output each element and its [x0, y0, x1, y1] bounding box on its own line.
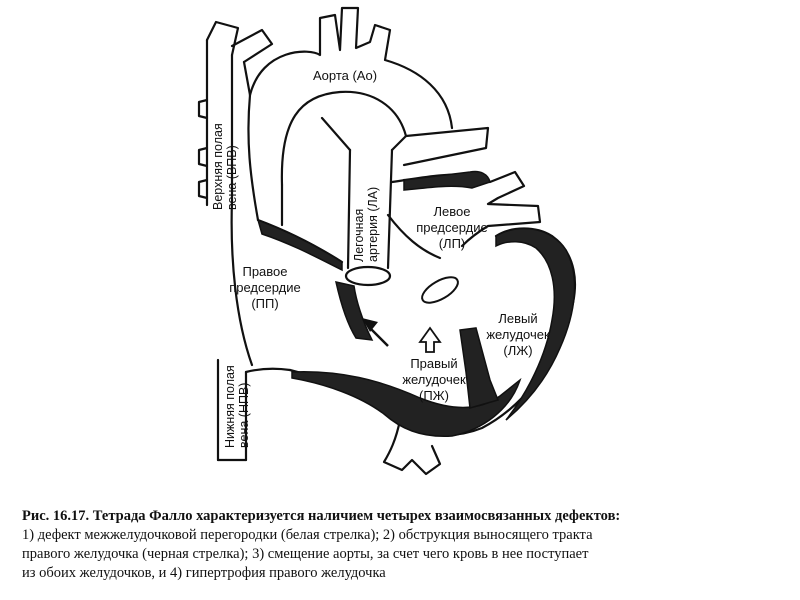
label-rv-line3: (ПЖ): [419, 388, 449, 403]
label-svc-line1: Верхняя полая: [211, 123, 225, 210]
label-ra-line1: Правое: [242, 264, 287, 279]
label-lv-line3: (ЛЖ): [503, 343, 532, 358]
caption-line-3: из обоих желудочков, и 4) гипертрофия пр…: [22, 564, 792, 583]
white-arrow: [420, 328, 440, 352]
label-ivc-line2: вена (НПВ): [237, 383, 251, 448]
figure-caption: Рис. 16.17. Тетрада Фалло характеризуетс…: [22, 507, 792, 583]
label-ra-line3: (ПП): [251, 296, 278, 311]
label-la-line1: Левое: [434, 204, 471, 219]
label-pa-line2: артерия (ЛА): [366, 187, 380, 262]
label-svc-line2: вена (ВПВ): [225, 145, 239, 210]
mitral-valve-region: [418, 272, 462, 308]
caption-title: Рис. 16.17. Тетрада Фалло характеризуетс…: [22, 507, 792, 526]
la-dark-band: [404, 171, 490, 190]
caption-line-1: 1) дефект межжелудочковой перегородки (б…: [22, 526, 792, 545]
label-rv-line1: Правый: [410, 356, 457, 371]
pulmonary-valve: [346, 267, 390, 285]
label-la-line2: предсердие: [416, 220, 488, 235]
label-pa-line1: Легочная: [352, 209, 366, 262]
pa-dark-band: [258, 220, 342, 270]
label-la-line3: (ЛП): [439, 236, 466, 251]
label-ivc-line1: Нижняя полая: [223, 365, 237, 448]
label-rv-line2: желудочек: [402, 372, 466, 387]
label-lv-line2: желудочек: [486, 327, 550, 342]
label-ra-line2: предсердие: [229, 280, 301, 295]
tetralogy-of-fallot-diagram: Аорта (Ао) Верхняя полая вена (ВПВ) Лего…: [0, 0, 800, 500]
label-lv-line1: Левый: [498, 311, 537, 326]
infundibulum-dark: [336, 282, 372, 340]
label-aorta: Аорта (Ао): [313, 68, 377, 83]
caption-line-2: правого желудочка (черная стрелка); 3) с…: [22, 545, 792, 564]
